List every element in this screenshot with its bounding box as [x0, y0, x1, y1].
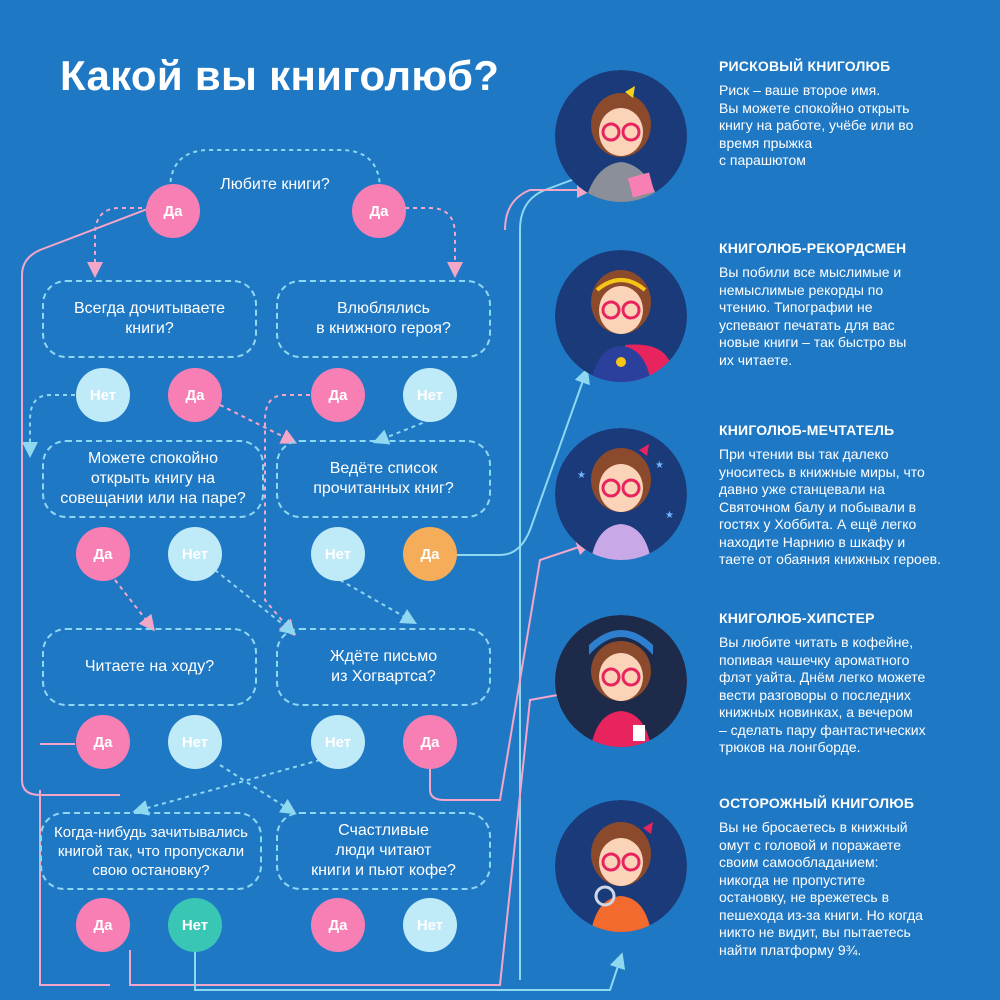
answer-no-bubble: Нет	[403, 368, 457, 422]
question-keep-list: Ведёте список прочитанных книг?	[276, 440, 491, 518]
page-title: Какой вы книголюб?	[60, 52, 500, 99]
girl-avatar-hipster-icon	[555, 615, 687, 747]
result-title-dreamer: КНИГОЛЮБ-МЕЧТАТЕЛЬ	[719, 422, 895, 438]
question-fell-in-love: Влюблялись в книжного героя?	[276, 280, 491, 358]
answer-yes-bubble: Да	[311, 898, 365, 952]
answer-no-bubble: Нет	[168, 527, 222, 581]
svg-text:★: ★	[655, 460, 664, 471]
result-title-risky: РИСКОВЫЙ КНИГОЛЮБ	[719, 58, 891, 74]
question-coffee: Счастливые люди читают книги и пьют кофе…	[276, 812, 491, 890]
answer-yes-bubble: Да	[403, 527, 457, 581]
answer-yes-bubble: Да	[403, 715, 457, 769]
result-text-record: Вы побили все мыслимые и немыслимые реко…	[719, 264, 907, 368]
svg-text:★: ★	[577, 470, 586, 481]
answer-yes-bubble: Да	[311, 368, 365, 422]
question-hogwarts: Ждёте письмо из Хогвартса?	[276, 628, 491, 706]
question-finish-books: Всегда дочитываете книги?	[42, 280, 257, 358]
answer-no-bubble: Нет	[76, 368, 130, 422]
answer-yes-bubble: Да	[168, 368, 222, 422]
girl-avatar-dreamer-icon: ★ ★ ★	[555, 428, 687, 560]
svg-text:★: ★	[665, 510, 674, 521]
answer-no-bubble: Нет	[403, 898, 457, 952]
girl-avatar-risky-icon	[555, 70, 687, 202]
question-open-at-meeting: Можете спокойно открыть книгу на совещан…	[42, 440, 264, 518]
answer-no-bubble: Нет	[311, 527, 365, 581]
result-text-careful: Вы не бросаетесь в книжный омут с голово…	[719, 819, 923, 958]
answer-yes-bubble: Да	[76, 898, 130, 952]
answer-yes-bubble: Да	[76, 715, 130, 769]
result-text-risky: Риск – ваше второе имя. Вы можете спокой…	[719, 82, 914, 168]
result-title-careful: ОСТОРОЖНЫЙ КНИГОЛЮБ	[719, 795, 915, 811]
answer-no-bubble: Нет	[168, 715, 222, 769]
question-read-on-go: Читаете на ходу?	[42, 628, 257, 706]
question-love-books: Любите книги?	[220, 176, 330, 193]
answer-no-bubble: Нет	[168, 898, 222, 952]
girl-avatar-record-icon	[555, 250, 687, 382]
answer-yes-bubble: Да	[352, 184, 406, 238]
answer-no-bubble: Нет	[311, 715, 365, 769]
result-title-hipster: КНИГОЛЮБ-ХИПСТЕР	[719, 610, 875, 626]
result-text-hipster: Вы любите читать в кофейне, попивая чаше…	[719, 634, 926, 755]
question-missed-stop: Когда-нибудь зачитывались книгой так, чт…	[40, 812, 262, 890]
result-text-dreamer: При чтении вы так далеко уноситесь в кни…	[719, 446, 941, 567]
answer-yes-bubble: Да	[146, 184, 200, 238]
girl-avatar-careful-icon	[555, 800, 687, 932]
answer-yes-bubble: Да	[76, 527, 130, 581]
result-title-record: КНИГОЛЮБ-РЕКОРДСМЕН	[719, 240, 907, 256]
